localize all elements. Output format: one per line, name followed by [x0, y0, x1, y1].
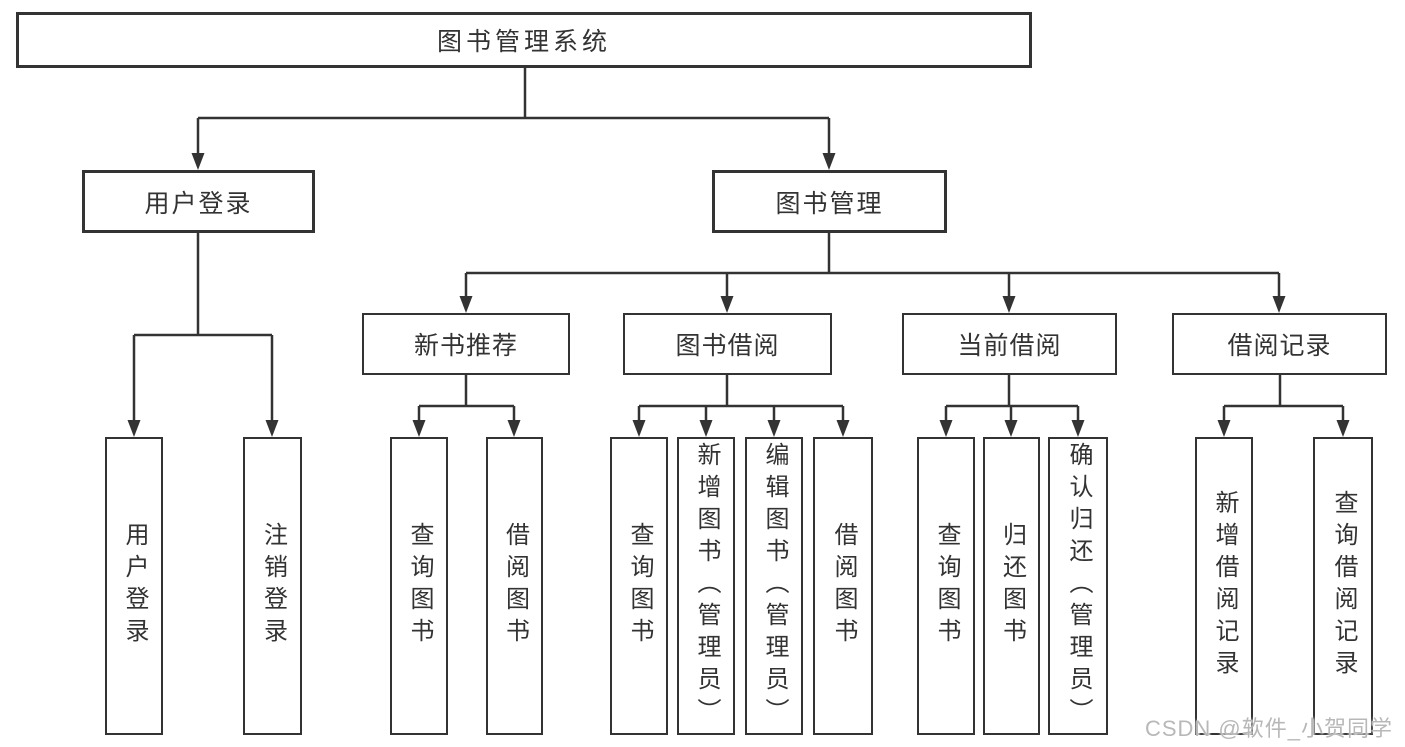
leaf-br-add-record: 新增借阅记录	[1195, 437, 1253, 735]
leaf-label: 新增借阅记录	[1211, 490, 1238, 682]
leaf-label: 归还图书	[998, 522, 1026, 650]
arrowhead	[939, 420, 953, 437]
leaf-label: 查询图书	[406, 522, 433, 650]
connector-borrowrecords-to-leaves	[1222, 375, 1345, 422]
connector-bookborrow-to-leaves	[637, 375, 845, 422]
node-user-login: 用户登录	[82, 170, 315, 233]
leaf-label: 查询图书	[933, 522, 960, 650]
node-current-borrow: 当前借阅	[902, 313, 1117, 375]
leaf-cb-query-books: 查询图书	[917, 437, 975, 735]
connector-userlogin-to-leaves	[132, 233, 274, 422]
leaf-label: 新增图书（管理员）	[693, 442, 720, 730]
connector-bookmgmt-to-level3	[464, 233, 1281, 298]
arrowhead	[265, 420, 279, 437]
leaf-label: 确认归还（管理员）	[1065, 442, 1092, 730]
arrowhead	[1217, 420, 1231, 437]
arrowhead	[1002, 296, 1016, 313]
connector-newbookrec-to-leaves	[417, 375, 516, 422]
connector-root-to-level2	[196, 68, 831, 155]
leaf-bb-add-books-admin: 新增图书（管理员）	[677, 437, 735, 735]
arrowhead	[507, 420, 521, 437]
node-root-library-system: 图书管理系统	[16, 12, 1032, 68]
leaf-logout: 注销登录	[243, 437, 302, 735]
leaf-label: 注销登录	[259, 522, 287, 650]
arrowhead	[822, 153, 836, 170]
leaf-bb-edit-books-admin: 编辑图书（管理员）	[745, 437, 803, 735]
arrowhead	[632, 420, 646, 437]
arrowhead	[459, 296, 473, 313]
leaf-br-query-record: 查询借阅记录	[1313, 437, 1373, 735]
arrowhead	[412, 420, 426, 437]
leaf-rec-borrow-books: 借阅图书	[486, 437, 543, 735]
arrowhead	[191, 153, 205, 170]
arrowhead	[1336, 420, 1350, 437]
node-borrow-records: 借阅记录	[1172, 313, 1387, 375]
leaf-rec-query-books: 查询图书	[390, 437, 448, 735]
leaf-bb-borrow-books: 借阅图书	[813, 437, 873, 735]
arrowhead	[1071, 420, 1085, 437]
arrowhead	[720, 296, 734, 313]
arrowhead	[767, 420, 781, 437]
arrowhead	[836, 420, 850, 437]
leaf-label: 借阅图书	[501, 522, 529, 650]
connector-currentborrow-to-leaves	[944, 375, 1080, 422]
leaf-label: 用户登录	[121, 522, 148, 650]
leaf-cb-confirm-return-admin: 确认归还（管理员）	[1048, 437, 1108, 735]
leaf-label: 查询借阅记录	[1330, 490, 1357, 682]
leaf-label: 编辑图书（管理员）	[761, 442, 788, 730]
leaf-bb-query-books: 查询图书	[610, 437, 668, 735]
node-new-book-recommend: 新书推荐	[362, 313, 570, 375]
node-book-management: 图书管理	[712, 170, 947, 233]
csdn-watermark: CSDN @软件_小贺同学	[1144, 716, 1393, 741]
leaf-label: 查询图书	[626, 522, 653, 650]
arrowhead	[699, 420, 713, 437]
leaf-user-login: 用户登录	[105, 437, 163, 735]
arrowhead	[1004, 420, 1018, 437]
leaf-label: 借阅图书	[830, 522, 857, 650]
arrowhead	[127, 420, 141, 437]
node-book-borrow: 图书借阅	[623, 313, 832, 375]
arrowhead	[1272, 296, 1286, 313]
leaf-cb-return-books: 归还图书	[983, 437, 1040, 735]
